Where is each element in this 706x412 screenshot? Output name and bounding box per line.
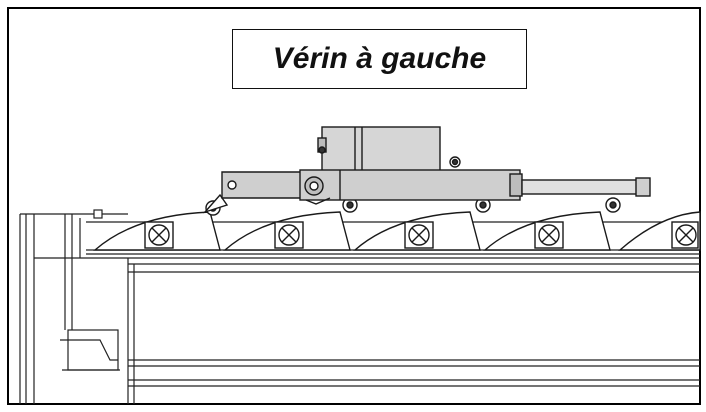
louvre-blade <box>483 197 621 251</box>
linear-actuator <box>221 126 651 205</box>
louvre-blade <box>353 197 491 251</box>
actuator-body <box>299 169 521 201</box>
side-frame <box>19 209 128 404</box>
louvre-blade <box>93 193 229 251</box>
title-box: Vérin à gauche <box>232 29 527 89</box>
lower-panel <box>127 257 700 404</box>
louvre-blades <box>93 193 701 251</box>
louvre-blade <box>618 211 701 251</box>
actuator-rod <box>521 179 641 195</box>
actuator-motor <box>321 126 441 174</box>
louvre-blade <box>223 197 358 251</box>
drawing-title: Vérin à gauche <box>272 42 487 75</box>
